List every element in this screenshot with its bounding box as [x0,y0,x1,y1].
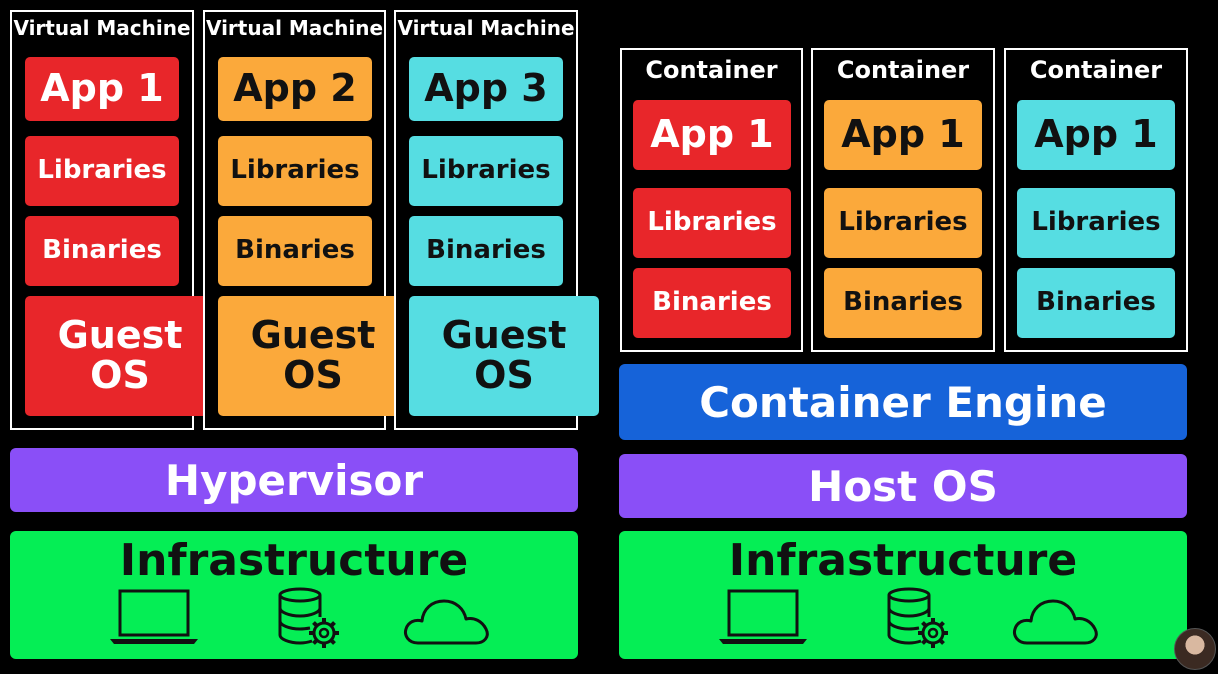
vm-title: Virtual Machine [13,16,191,40]
container-title: Container [836,56,970,84]
vm-title: Virtual Machine [205,16,384,40]
vm-libraries: Libraries [25,136,179,206]
vm-binaries: Binaries [218,216,372,286]
vm-title: Virtual Machine [397,16,575,40]
database-gear-icon [887,587,948,648]
container-libraries: Libraries [633,188,791,258]
infrastructure-title: Infrastructure [728,535,1078,586]
vm-guest-os: Guest OS [218,296,408,416]
presenter-avatar [1174,628,1216,670]
host-os-layer: Host OS [619,454,1187,518]
container-title: Container [645,56,778,84]
container-engine-layer: Container Engine [619,364,1187,440]
hypervisor-layer: Hypervisor [10,448,578,512]
container-1: Container App 1 Libraries Binaries [620,48,803,352]
laptop-icon [719,589,807,644]
container-3: Container App 1 Libraries Binaries [1004,48,1188,352]
infrastructure-layer-container: Infrastructure [619,531,1187,659]
container-app: App 1 [824,100,982,170]
vm-guest-os: Guest OS [25,296,215,416]
container-libraries: Libraries [824,188,982,258]
container-binaries: Binaries [1017,268,1175,338]
database-gear-icon [278,587,339,648]
vm-libraries: Libraries [409,136,563,206]
infrastructure-layer-vm: Infrastructure [10,531,578,659]
cloud-icon [404,599,489,645]
container-libraries: Libraries [1017,188,1175,258]
container-app: App 1 [633,100,791,170]
virtual-machine-3: Virtual Machine App 3 Libraries Binaries… [394,10,599,430]
virtual-machine-1: Virtual Machine App 1 Libraries Binaries… [10,10,215,430]
container-app: App 1 [1017,100,1175,170]
laptop-icon [110,589,198,644]
vm-app: App 1 [25,57,179,121]
vm-guest-os: Guest OS [409,296,599,416]
infrastructure-title: Infrastructure [119,535,469,586]
container-2: Container App 1 Libraries Binaries [811,48,995,352]
vm-app: App 2 [218,57,372,121]
vm-app: App 3 [409,57,563,121]
cloud-icon [1013,599,1098,645]
vm-binaries: Binaries [409,216,563,286]
container-binaries: Binaries [824,268,982,338]
container-binaries: Binaries [633,268,791,338]
vm-binaries: Binaries [25,216,179,286]
vm-libraries: Libraries [218,136,372,206]
container-title: Container [1029,56,1163,84]
virtual-machine-2: Virtual Machine App 2 Libraries Binaries… [203,10,408,430]
